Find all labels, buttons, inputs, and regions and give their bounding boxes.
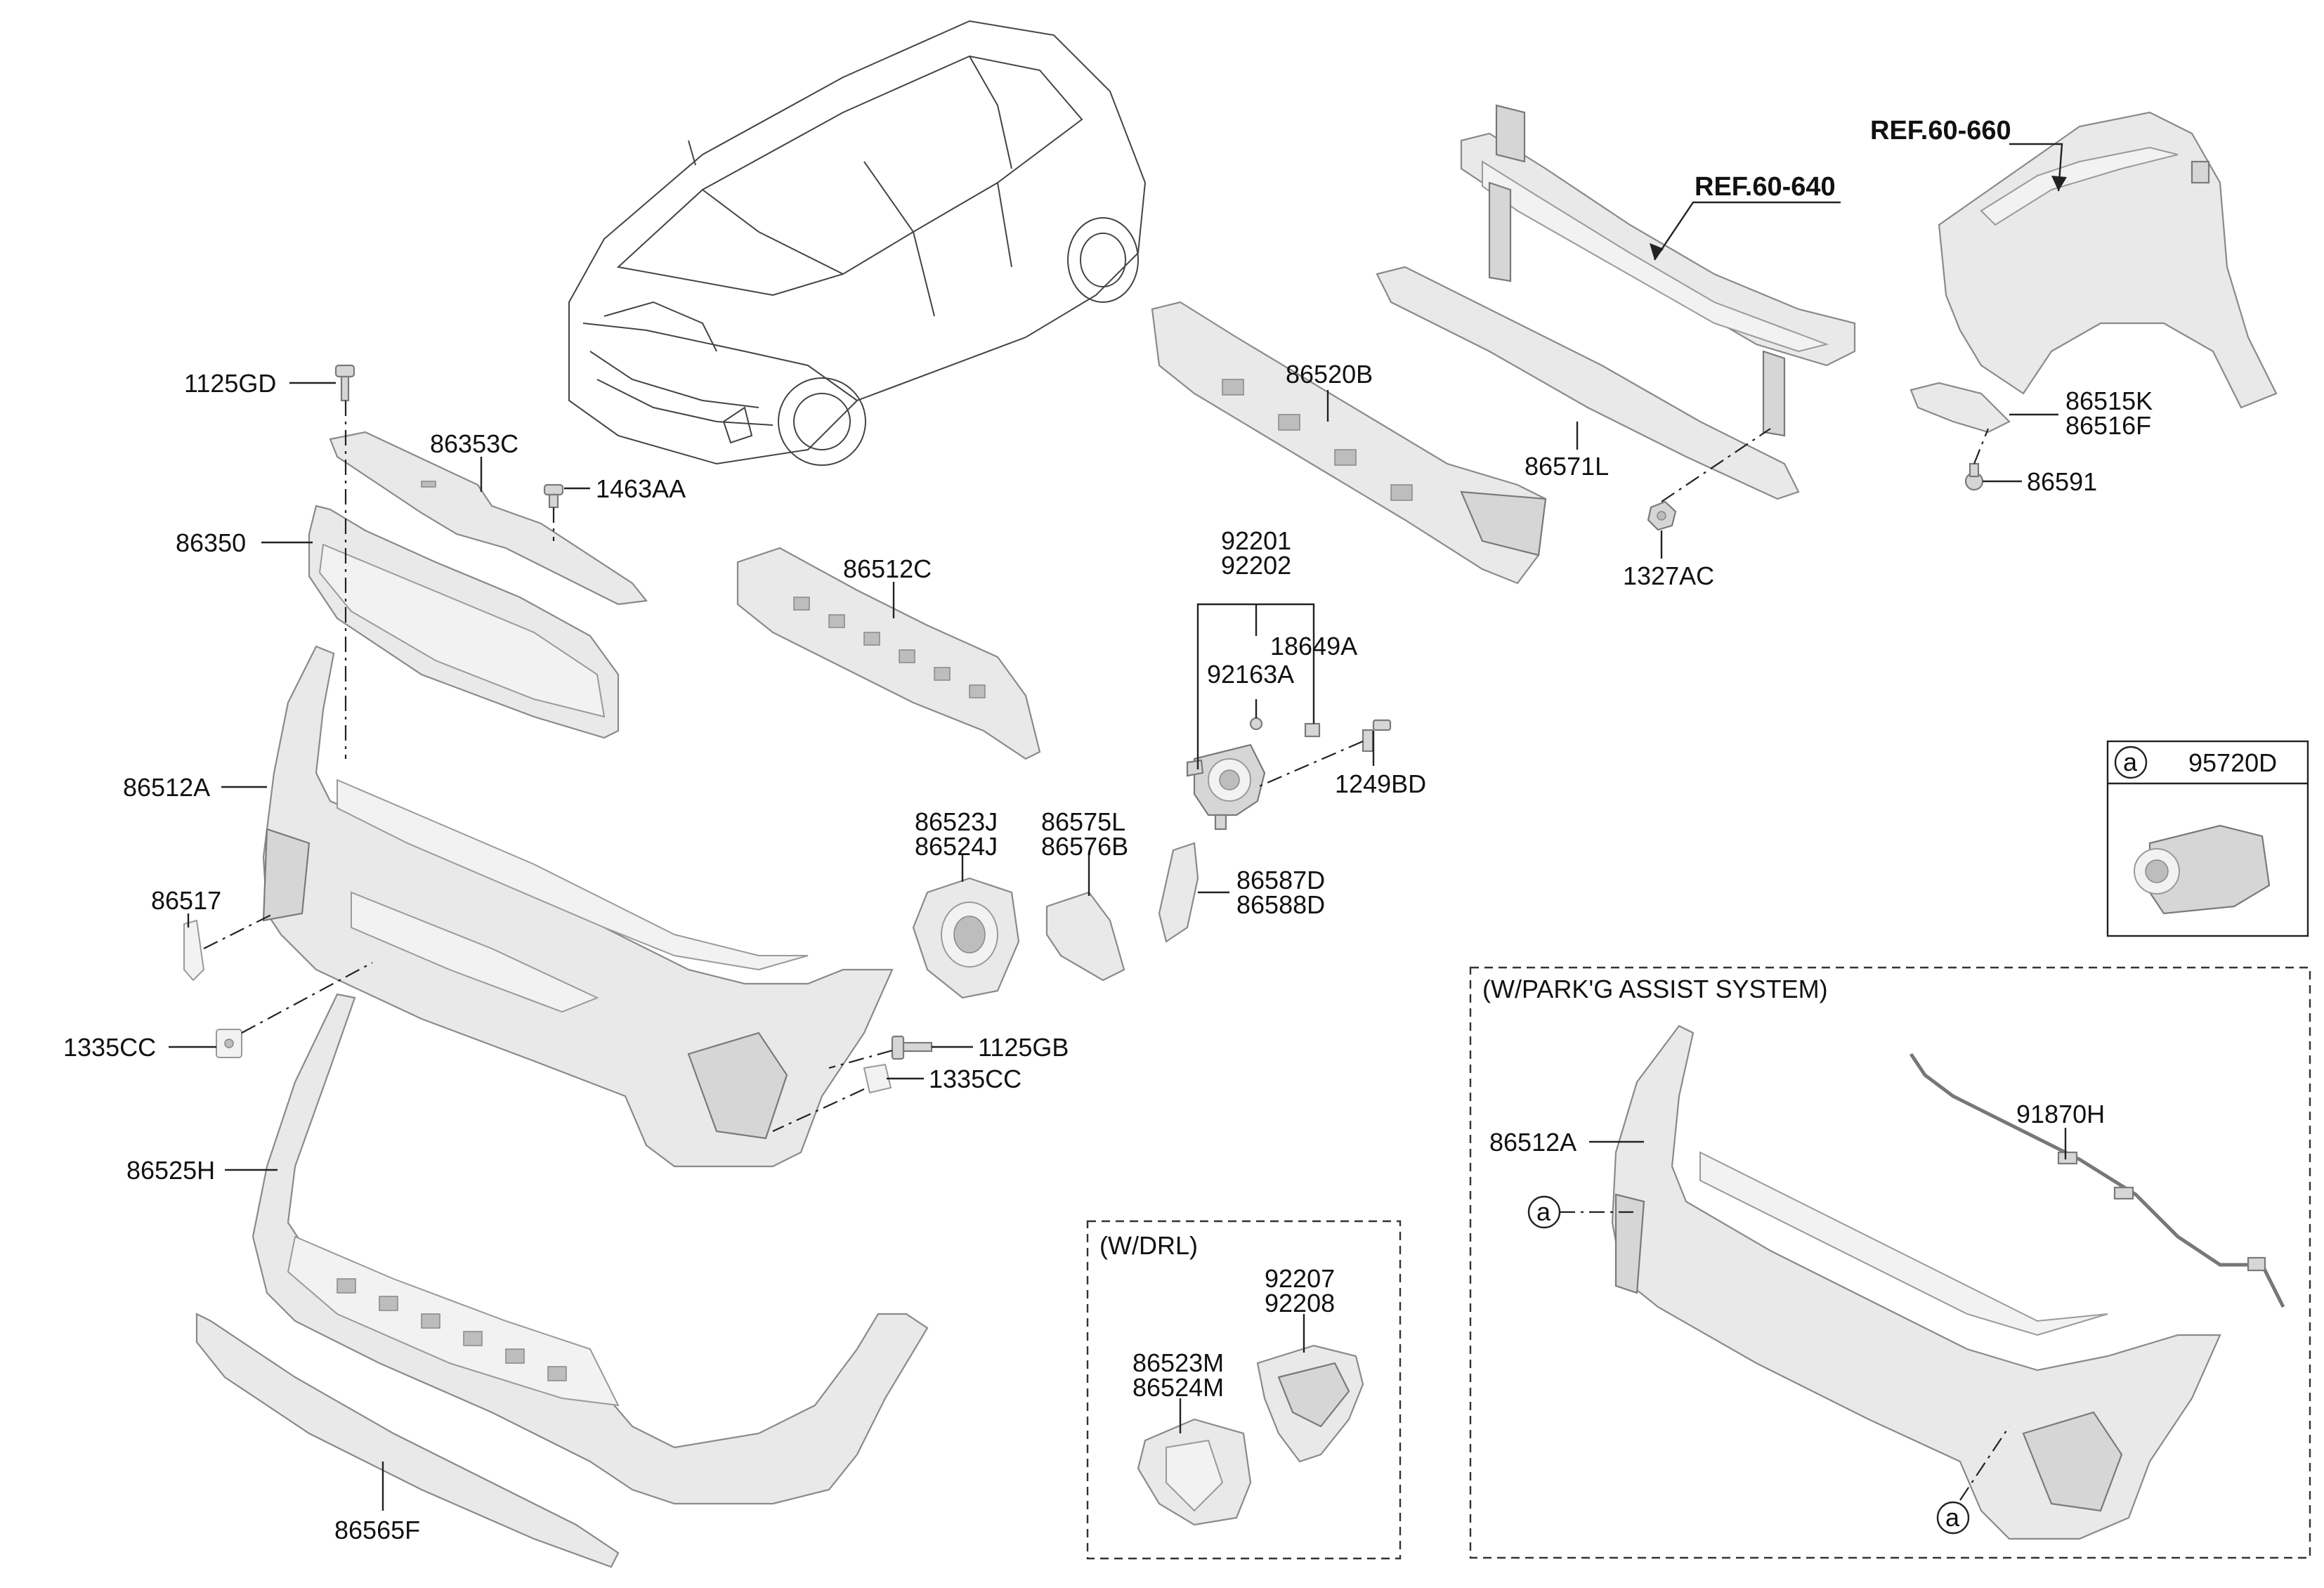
label-86517: 86517 xyxy=(151,886,221,915)
label-1125gb: 1125GB xyxy=(978,1033,1069,1062)
front-fender-part xyxy=(1938,111,2278,409)
label-95720d: 95720D xyxy=(2188,748,2277,777)
park-assist-bumper-part xyxy=(1611,1024,2221,1540)
callout-a-bottom-letter: a xyxy=(1945,1503,1960,1532)
fog-lamp-part xyxy=(1186,743,1266,831)
callout-a-box-letter: a xyxy=(2123,748,2138,776)
label-drl-title: (W/DRL) xyxy=(1099,1231,1198,1260)
label-86591: 86591 xyxy=(2027,467,2097,496)
label-86516f: 86516F xyxy=(2065,411,2151,440)
lower-bumper-cover-part xyxy=(252,993,929,1505)
label-ref-60-660: REF.60-660 xyxy=(1870,116,2011,145)
label-86524m: 86524M xyxy=(1132,1373,1224,1402)
label-86523m: 86523M xyxy=(1132,1348,1224,1377)
label-86524j: 86524J xyxy=(915,832,998,861)
skid-plate-part xyxy=(195,1313,620,1568)
label-1249bd: 1249BD xyxy=(1335,769,1426,798)
bumper-beam-absorber-strip-part xyxy=(1376,266,1800,500)
drl-lamp-part xyxy=(1256,1344,1364,1463)
label-86512a: 86512A xyxy=(123,773,210,802)
label-1335cc-left: 1335CC xyxy=(63,1033,156,1062)
callout-a-circle-left xyxy=(1527,1195,1561,1229)
label-86571l: 86571L xyxy=(1525,452,1609,481)
label-86350: 86350 xyxy=(176,528,246,557)
label-86512a-park: 86512A xyxy=(1489,1128,1576,1157)
fog-lamp-screw-part xyxy=(1249,717,1263,731)
label-86525h: 86525H xyxy=(126,1156,215,1185)
label-86565f: 86565F xyxy=(334,1516,420,1544)
nut-1327ac-part xyxy=(1647,500,1677,531)
bumper-side-piece-part xyxy=(1045,891,1125,982)
label-91870h: 91870H xyxy=(2016,1100,2105,1128)
towing-hook-cap-part xyxy=(183,919,205,982)
fog-lamp-bezel-part xyxy=(912,877,1020,999)
label-ref-60-640: REF.60-640 xyxy=(1695,172,1836,202)
label-86523j: 86523J xyxy=(915,807,998,836)
label-86520b: 86520B xyxy=(1286,360,1373,389)
assembly-lines xyxy=(203,401,2010,1501)
label-86587d: 86587D xyxy=(1236,866,1325,894)
bumper-bracket-86512c-part xyxy=(736,547,1041,760)
vehicle-illustration xyxy=(568,20,1147,466)
part-labels: 1125GD 86353C 1463AA 86350 86512C 86512A… xyxy=(63,116,2277,1544)
park-assist-option-box xyxy=(1469,966,2311,1559)
label-92163a: 92163A xyxy=(1207,660,1294,689)
label-92207: 92207 xyxy=(1265,1264,1335,1293)
parking-sensor-part xyxy=(2134,824,2271,915)
grille-upper-cover-part xyxy=(329,431,648,606)
clip-1463aa-part xyxy=(543,483,564,509)
label-1125gd: 1125GD xyxy=(184,369,276,398)
radiator-grille-part xyxy=(308,505,620,739)
label-86575l: 86575L xyxy=(1041,807,1125,836)
label-86576b: 86576B xyxy=(1041,832,1128,861)
drl-bezel-part xyxy=(1137,1418,1252,1526)
callout-a-circle-bottom xyxy=(1936,1501,1970,1535)
label-86353c: 86353C xyxy=(430,429,518,458)
fog-lamp-aim-screw-part xyxy=(1304,722,1321,738)
bumper-side-bracket-part xyxy=(1158,842,1199,943)
bolt-1125gd-part xyxy=(334,364,355,402)
leader-lines xyxy=(169,143,2067,1511)
label-park-assist-title: (W/PARK'G ASSIST SYSTEM) xyxy=(1482,975,1828,1003)
label-1463aa: 1463AA xyxy=(596,474,686,503)
bolt-1249bd-part xyxy=(1362,719,1392,753)
callout-a-circle-box xyxy=(2114,746,2148,779)
energy-absorber-part xyxy=(1151,301,1547,585)
fender-bracket-part xyxy=(1910,382,2011,434)
clip-1335cc-right-part xyxy=(863,1063,892,1094)
callout-a-left-letter: a xyxy=(1536,1197,1551,1226)
label-92208: 92208 xyxy=(1265,1289,1335,1317)
drl-option-box xyxy=(1086,1220,1402,1560)
label-86515k: 86515K xyxy=(2065,386,2153,415)
label-92202: 92202 xyxy=(1221,551,1291,580)
label-86512c: 86512C xyxy=(843,554,932,583)
bumper-beam-part xyxy=(1460,104,1856,437)
label-1335cc-right: 1335CC xyxy=(929,1065,1021,1093)
label-92201: 92201 xyxy=(1221,526,1291,555)
label-1327ac: 1327AC xyxy=(1623,561,1714,590)
clip-1335cc-left-part xyxy=(216,1029,242,1058)
label-86588d: 86588D xyxy=(1236,890,1325,919)
bolt-1125gb-part xyxy=(891,1035,933,1060)
label-18649a: 18649A xyxy=(1270,632,1357,660)
screw-86591-part xyxy=(1964,462,1984,491)
sensor-detail-box xyxy=(2106,740,2309,937)
parking-sensor-wiring-part xyxy=(1909,1053,2285,1308)
